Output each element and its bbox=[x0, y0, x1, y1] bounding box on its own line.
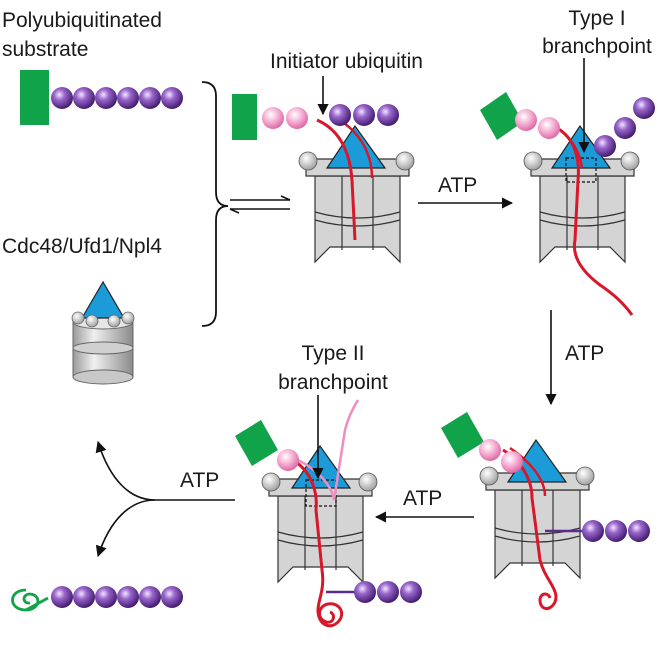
substrate-green-block bbox=[20, 70, 49, 125]
atp-label-step1: ATP bbox=[438, 174, 477, 197]
type2-label-line2: branchpoint bbox=[278, 371, 388, 394]
substrate-label: substrate bbox=[2, 38, 88, 61]
initiator-ubiquitin-label: Initiator ubiquitin bbox=[270, 50, 423, 73]
cdc48-complex-free bbox=[71, 280, 135, 385]
complex-type1-branchpoint bbox=[480, 58, 655, 316]
complex-initiator-bound bbox=[232, 76, 415, 264]
equilibrium-arrows bbox=[229, 195, 291, 214]
atp-label-step4: ATP bbox=[180, 469, 219, 492]
polyubiquitinated-label: Polyubiquitinated bbox=[2, 9, 162, 32]
release-fork-arrows bbox=[95, 440, 235, 558]
substrate-free bbox=[20, 70, 183, 125]
type2-label-line1: Type II bbox=[301, 342, 364, 365]
grouping-bracket bbox=[201, 81, 229, 327]
complex-type2-branchpoint bbox=[235, 395, 422, 628]
type1-label-line2: branchpoint bbox=[542, 35, 652, 58]
complex-label: Cdc48/Ufd1/Npl4 bbox=[2, 235, 162, 258]
npl4-triangle bbox=[80, 280, 126, 319]
ubiquitin-chain bbox=[51, 87, 183, 109]
released-products bbox=[11, 586, 183, 612]
type1-label-line1: Type I bbox=[568, 7, 625, 30]
atp-label-step3: ATP bbox=[403, 487, 442, 510]
atp-label-step2: ATP bbox=[565, 342, 604, 365]
complex-translocating bbox=[441, 412, 650, 610]
